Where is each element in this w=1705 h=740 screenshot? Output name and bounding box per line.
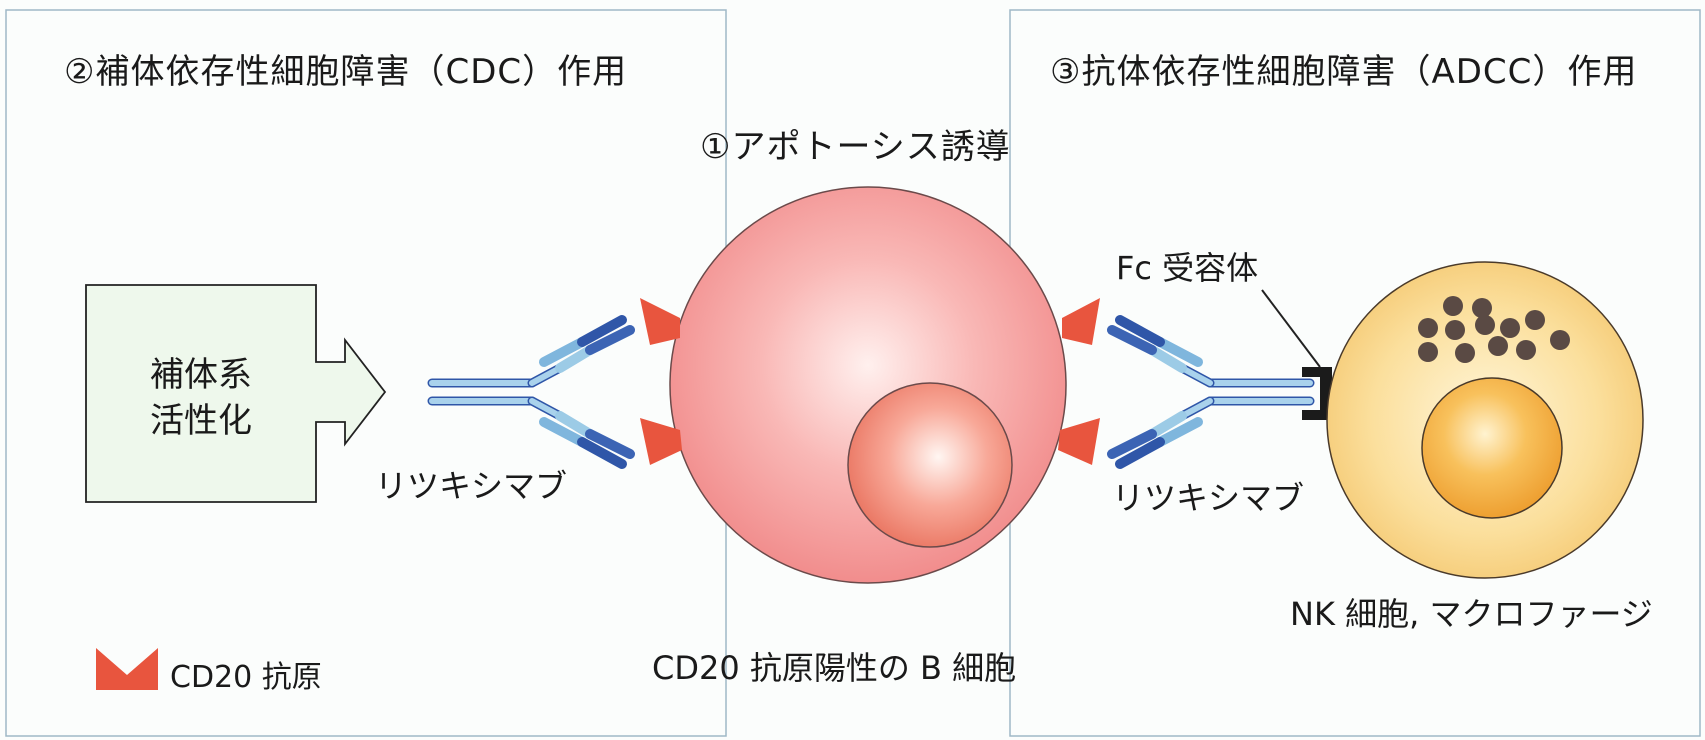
apoptosis-title: ①アポトーシス誘導: [700, 127, 1011, 167]
rituximab-left-label: リツキシマブ: [375, 467, 568, 505]
cd20-antigen-lower-left: [640, 418, 682, 465]
complement-box-text: 補体系 活性化: [86, 352, 316, 444]
b-cell-nucleus: [847, 382, 1013, 548]
cd20-legend-label: CD20 抗原: [170, 660, 322, 695]
complement-activation-box: [85, 284, 387, 503]
fc-receptor: [1302, 367, 1332, 420]
effector-granules: [1418, 296, 1570, 363]
effector-cell-nucleus: [1421, 377, 1563, 519]
cd20-antigen-upper-right: [1062, 298, 1100, 345]
adcc-panel-title: ③抗体依存性細胞障害（ADCC）作用: [1050, 52, 1638, 92]
rituximab-antibody-left: [432, 320, 630, 464]
cdc-panel-title: ②補体依存性細胞障害（CDC）作用: [64, 52, 628, 92]
cd20-antigen-upper-left: [640, 298, 680, 345]
b-cell: [669, 186, 1067, 584]
rituximab-antibody-right: [1112, 320, 1310, 464]
rituximab-right-label: リツキシマブ: [1112, 479, 1305, 517]
cd20-legend-icon: [96, 648, 158, 690]
complement-line1: 補体系: [150, 355, 252, 395]
complement-line2: 活性化: [150, 401, 252, 441]
fc-receptor-label: Fc 受容体: [1116, 249, 1259, 287]
fc-receptor-leader-line: [1261, 289, 1321, 368]
cd20-antigen-lower-right: [1058, 418, 1100, 465]
b-cell-label: CD20 抗原陽性の B 細胞: [652, 649, 1017, 687]
effector-cells-label: NK 細胞, マクロファージ: [1290, 595, 1653, 633]
